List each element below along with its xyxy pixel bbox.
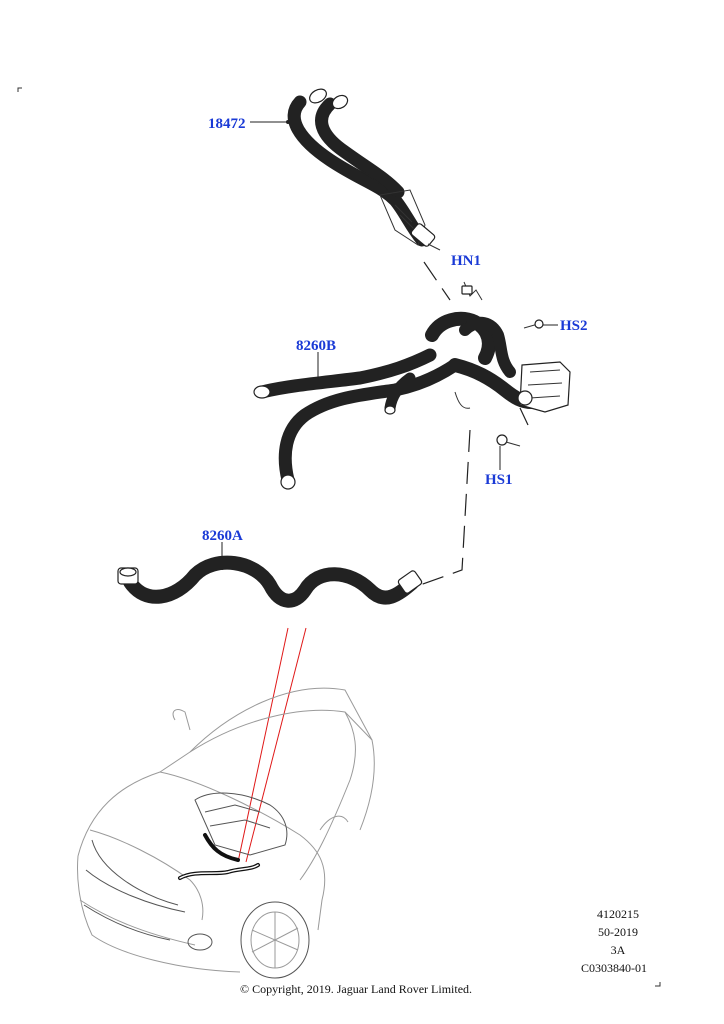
- connector-dash-mid: [419, 429, 471, 586]
- hose-8260a: [117, 555, 423, 608]
- callout-hn1: HN1: [451, 253, 481, 269]
- callout-hs2: HS2: [560, 318, 588, 334]
- locator-line-2: [245, 627, 307, 863]
- leader-dot-8260a: [220, 566, 224, 570]
- locator-line-1: [237, 627, 289, 863]
- hose-18472: [287, 88, 441, 251]
- corner-mark-br: [655, 982, 661, 987]
- meta-line-4: C0303840-01: [581, 961, 647, 975]
- connector-dash-short: [519, 407, 529, 426]
- callout-8260b: 8260B: [296, 338, 336, 354]
- leader-dot-18472: [286, 120, 290, 124]
- bolt-hs2: [523, 319, 544, 329]
- vehicle-outline: [77, 687, 375, 979]
- meta-line-1: 4120215: [597, 907, 639, 921]
- hose-8260b: [253, 311, 571, 490]
- leader-dot-8260b: [316, 380, 320, 384]
- copyright-text: © Copyright, 2019. Jaguar Land Rover Lim…: [240, 982, 472, 996]
- callout-hs1: HS1: [485, 472, 513, 488]
- meta-line-2: 50-2019: [598, 925, 638, 939]
- callout-8260a: 8260A: [202, 528, 243, 544]
- corner-mark: [17, 87, 22, 92]
- meta-line-3: 3A: [611, 943, 626, 957]
- bolt-hs1: [496, 434, 521, 447]
- clip-hn1: [461, 281, 483, 301]
- callout-18472: 18472: [208, 116, 246, 132]
- connector-dash-top: [423, 261, 451, 301]
